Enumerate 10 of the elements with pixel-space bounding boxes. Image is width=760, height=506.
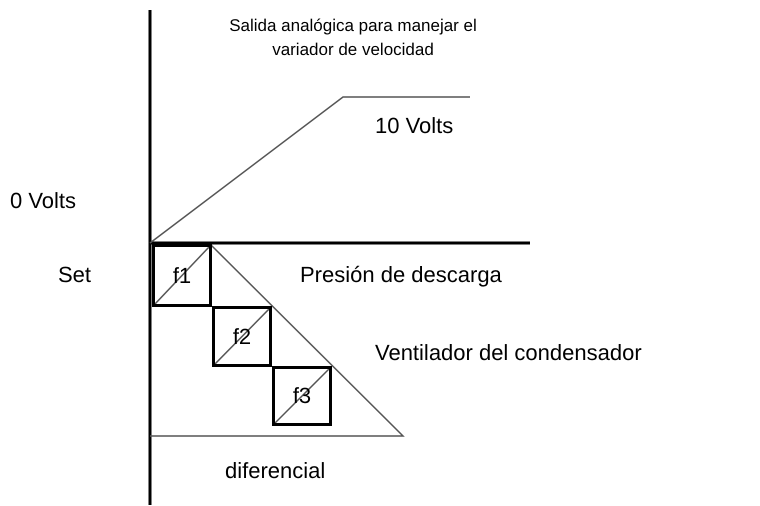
axis-label: Set bbox=[58, 262, 92, 288]
annotation-text: Salida analógica para manejar el variador de velocidad bbox=[228, 15, 478, 61]
step-box bbox=[272, 366, 332, 426]
axis-label: diferencial bbox=[225, 458, 326, 484]
step-box bbox=[212, 306, 272, 367]
step-box bbox=[152, 244, 212, 307]
axis-label: Ventilador del condensador bbox=[375, 340, 642, 366]
axis-label: Presión de descarga bbox=[300, 262, 502, 288]
axis-label: 10 Volts bbox=[375, 113, 454, 139]
axis-label: 0 Volts bbox=[10, 188, 76, 214]
